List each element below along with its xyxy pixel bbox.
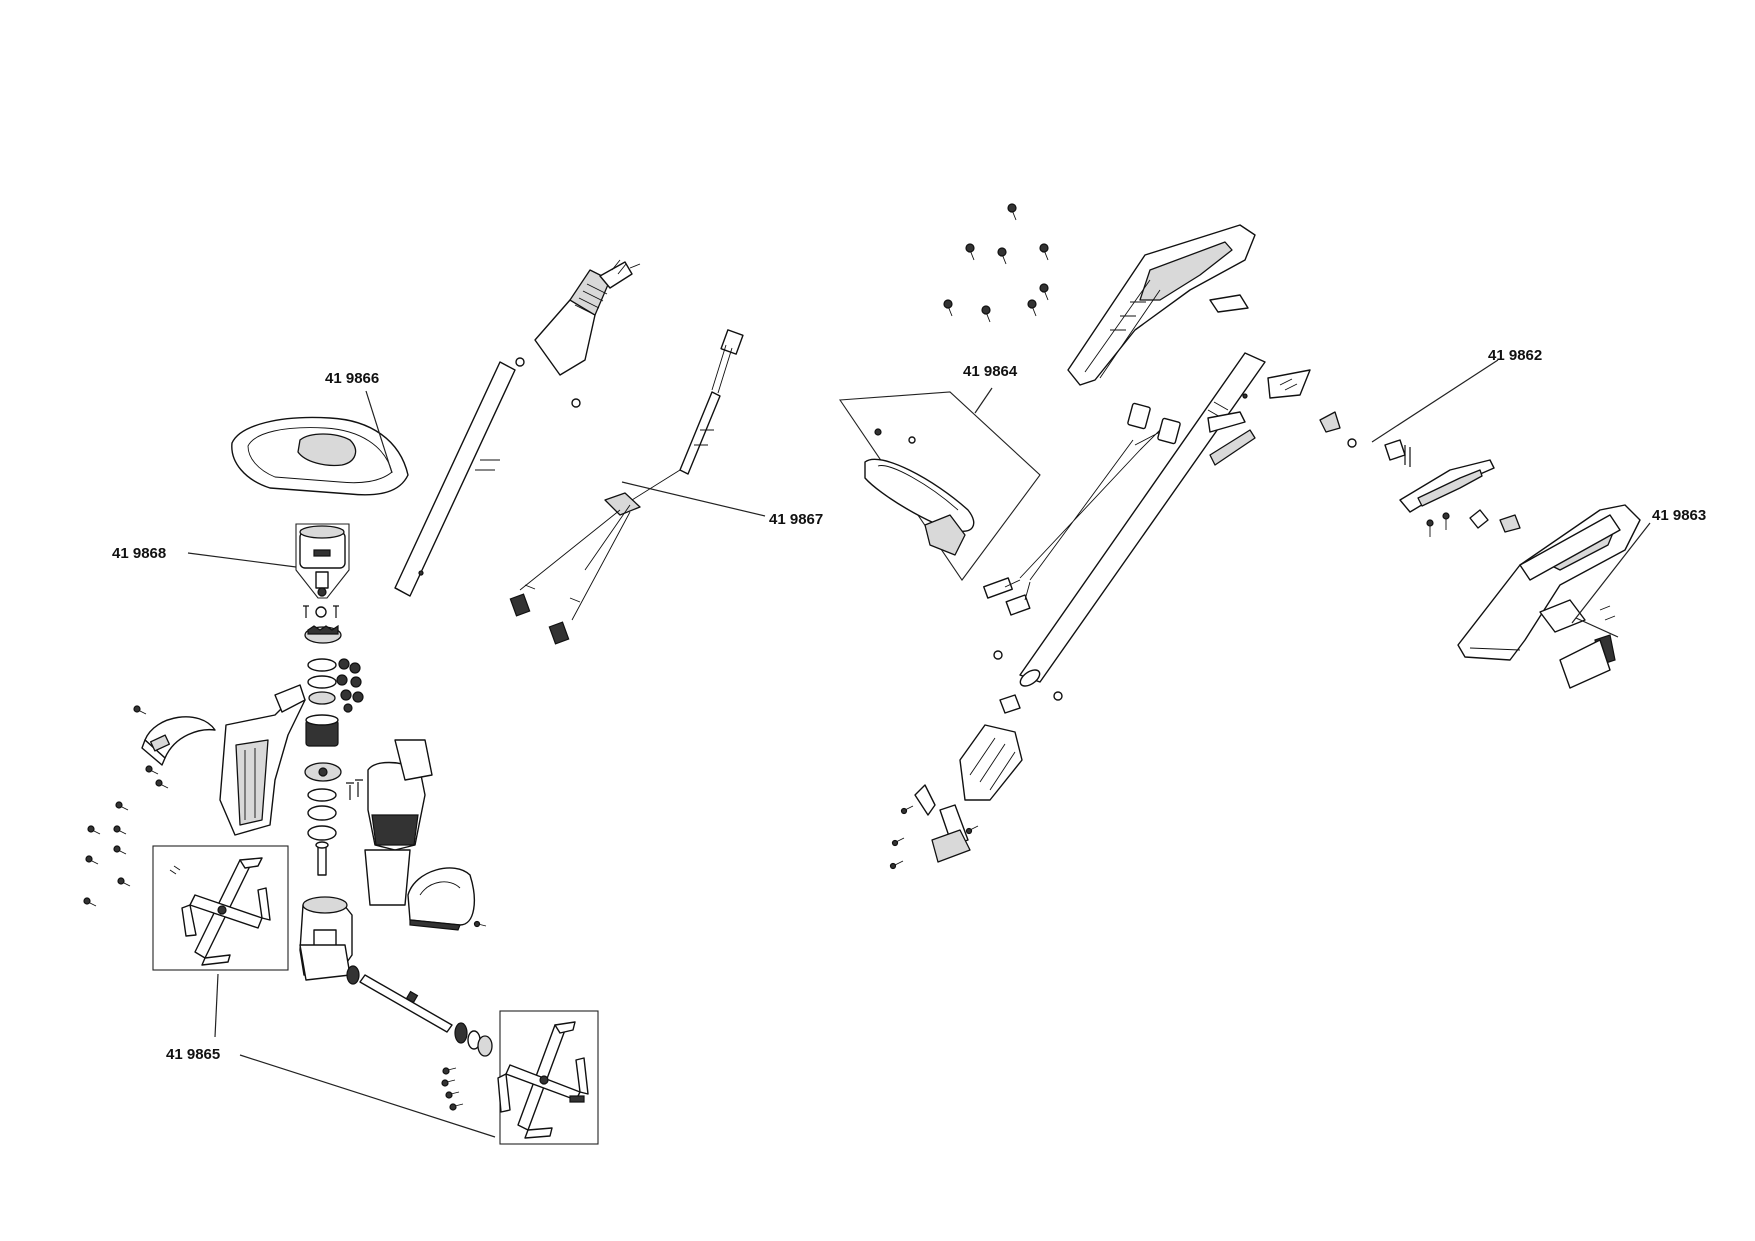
nut-cluster-part bbox=[336, 658, 364, 713]
drive-shaft-part bbox=[346, 965, 493, 1057]
screws-upper-part bbox=[943, 203, 1049, 323]
switch-parts-part bbox=[889, 784, 979, 870]
label-419868: 41 9868 bbox=[112, 545, 166, 562]
gear-housing-part bbox=[299, 896, 353, 981]
tine-box-left-part bbox=[152, 845, 289, 971]
left-housing-part bbox=[219, 684, 306, 836]
shield-cover-part bbox=[231, 416, 409, 496]
right-housing-part bbox=[364, 739, 433, 906]
screws-middle-part bbox=[346, 779, 487, 1111]
motor-part bbox=[295, 523, 350, 599]
main-pole-part bbox=[1019, 352, 1266, 687]
label-419867: 41 9867 bbox=[769, 511, 823, 528]
wiring-harness-part bbox=[509, 329, 744, 645]
left-arc-cover-part bbox=[141, 716, 216, 766]
clip-bar-part bbox=[1207, 369, 1311, 466]
spindle-stack-part bbox=[303, 605, 342, 876]
label-419866: 41 9866 bbox=[325, 370, 379, 387]
bracket-box-part bbox=[839, 391, 1041, 581]
part-labels: 41 9866 41 9868 41 9867 41 9864 41 9862 … bbox=[112, 347, 1706, 1063]
grip-part bbox=[959, 650, 1063, 801]
trigger-part bbox=[1319, 411, 1521, 537]
cable-loom-part bbox=[983, 402, 1181, 616]
lower-pole-part bbox=[394, 259, 641, 597]
tine-box-right-part bbox=[497, 1010, 599, 1145]
label-419862: 41 9862 bbox=[1488, 347, 1542, 364]
label-419864: 41 9864 bbox=[963, 363, 1018, 380]
screws-left-part bbox=[83, 705, 169, 907]
rear-handle-part bbox=[1457, 504, 1641, 689]
upper-handle-part bbox=[1067, 224, 1256, 386]
label-419865: 41 9865 bbox=[166, 1046, 220, 1063]
label-419863: 41 9863 bbox=[1652, 507, 1706, 524]
leader-lines bbox=[187, 359, 1651, 1138]
right-arc-cover-part bbox=[407, 867, 475, 931]
